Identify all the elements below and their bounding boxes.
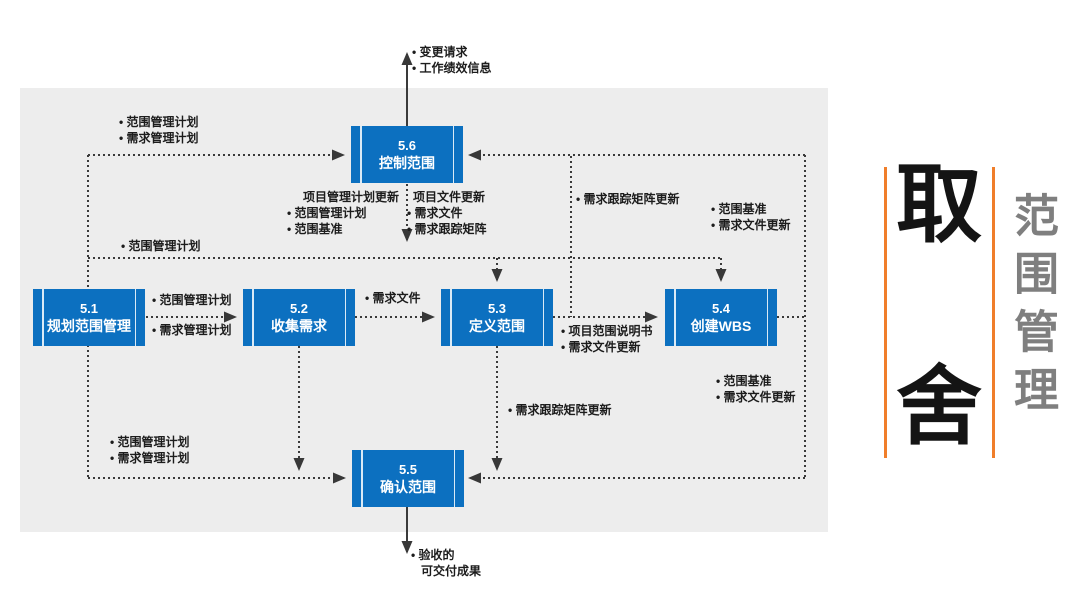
vertical-title-scope-management: 范围管理 [1007, 192, 1058, 424]
label-55-inputs-right: • 范围基准 • 需求文件更新 [716, 373, 796, 405]
label-line: • 范围基准 [711, 202, 767, 216]
label-header: 项目管理计划更新 [303, 190, 400, 204]
label-line: • 范围管理计划 [119, 115, 199, 129]
label-line: • 范围管理计划 [121, 239, 201, 253]
process-name: 确认范围 [380, 479, 436, 495]
label-header: 项目文件更新 [413, 190, 486, 204]
label-line: • 范围基准 [287, 222, 343, 236]
label-line: • 范围管理计划 [152, 293, 232, 307]
label-52-output: • 需求文件 [365, 290, 421, 306]
label-56-top-outputs: • 变更请求 • 工作绩效信息 [412, 44, 492, 76]
process-number: 5.1 [79, 301, 99, 316]
process-box-5-3: 5.3 定义范围 [441, 289, 553, 346]
label-56-plan-updates: 项目管理计划更新 • 范围管理计划 • 范围基准 [287, 189, 399, 237]
label-line: • 需求管理计划 [152, 323, 232, 337]
process-name: 规划范围管理 [47, 318, 131, 334]
label-matrix-update-up: • 需求跟踪矩阵更新 [576, 191, 680, 207]
big-char-qu: 取 [896, 154, 982, 255]
label-line: • 范围管理计划 [287, 206, 367, 220]
label-matrix-update-down: • 需求跟踪矩阵更新 [508, 402, 612, 418]
label-line: • 项目范围说明书 [561, 324, 653, 338]
process-box-5-6: 5.6 控制范围 [351, 126, 463, 183]
label-line: • 需求跟踪矩阵更新 [508, 403, 612, 417]
process-number: 5.3 [487, 301, 507, 316]
label-line: • 需求文件更新 [561, 340, 641, 354]
process-box-5-5: 5.5 确认范围 [352, 450, 464, 507]
label-line: • 范围基准 [716, 374, 772, 388]
accent-bar-right [992, 167, 995, 458]
label-51-output-2: • 需求管理计划 [152, 322, 232, 338]
label-line: • 范围管理计划 [110, 435, 190, 449]
label-56-inputs-left: • 范围管理计划 • 需求管理计划 [119, 114, 199, 146]
process-number: 5.5 [398, 462, 418, 477]
label-line: • 变更请求 [412, 45, 468, 59]
label-line: • 工作绩效信息 [412, 61, 492, 75]
label-line: • 需求文件更新 [711, 218, 791, 232]
process-number: 5.6 [397, 138, 417, 153]
label-line: • 需求文件更新 [716, 390, 796, 404]
process-name: 控制范围 [379, 155, 435, 171]
label-line: • 需求跟踪矩阵更新 [576, 192, 680, 206]
label-56-inputs-right: • 范围基准 • 需求文件更新 [711, 201, 791, 233]
label-51-output-1: • 范围管理计划 [152, 292, 232, 308]
label-55-bottom-output: • 验收的 可交付成果 [411, 547, 481, 579]
process-name: 收集需求 [271, 318, 327, 334]
process-number: 5.4 [711, 301, 731, 316]
label-line: • 需求跟踪矩阵 [407, 222, 487, 236]
process-name: 定义范围 [469, 318, 525, 334]
label-56-doc-updates: 项目文件更新 • 需求文件 • 需求跟踪矩阵 [407, 189, 487, 237]
label-line: • 需求文件 [365, 291, 421, 305]
process-box-5-2: 5.2 收集需求 [243, 289, 355, 346]
big-char-she: 舍 [896, 356, 982, 457]
label-line: • 需求管理计划 [119, 131, 199, 145]
process-name: 创建WBS [690, 318, 752, 334]
label-line: 可交付成果 [421, 564, 482, 578]
process-box-5-4: 5.4 创建WBS [665, 289, 777, 346]
process-number: 5.2 [289, 301, 309, 316]
process-box-5-1: 5.1 规划范围管理 [33, 289, 145, 346]
label-scope-plan-mid: • 范围管理计划 [121, 238, 201, 254]
label-line: • 需求文件 [407, 206, 463, 220]
accent-bar-left [884, 167, 887, 458]
label-53-outputs: • 项目范围说明书 • 需求文件更新 [561, 323, 653, 355]
label-line: • 验收的 [411, 548, 455, 562]
label-55-inputs-left: • 范围管理计划 • 需求管理计划 [110, 434, 190, 466]
label-line: • 需求管理计划 [110, 451, 190, 465]
